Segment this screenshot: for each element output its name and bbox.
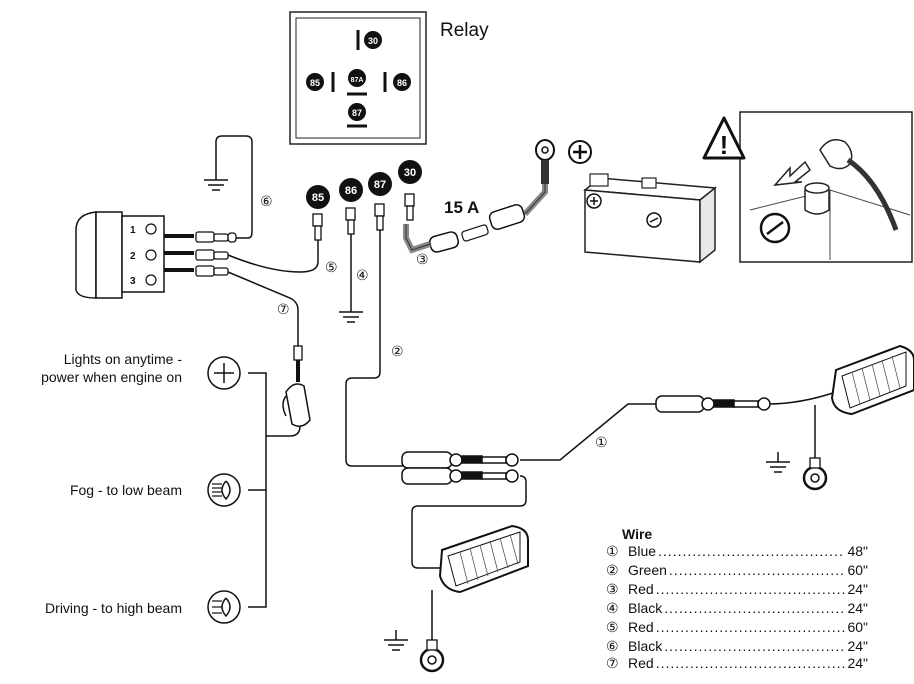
wire-number: ③ bbox=[606, 580, 619, 597]
relay-title: Relay bbox=[440, 20, 489, 41]
svg-text:85: 85 bbox=[312, 192, 324, 204]
wire-color: Black bbox=[628, 600, 663, 616]
terminal-85-badge: 85 bbox=[306, 185, 330, 209]
wire-table-row: ② Green 60" bbox=[606, 561, 868, 579]
wire-number: ⑤ bbox=[606, 618, 619, 635]
terminal-30-badge: 30 bbox=[398, 160, 422, 184]
driving-lamp-left bbox=[419, 524, 529, 673]
wire-table-row: ⑦ Red 24" bbox=[606, 656, 868, 670]
terminal-86-badge: 86 bbox=[339, 178, 363, 202]
switch-pin-3: 3 bbox=[130, 276, 136, 287]
wire-length: 24" bbox=[847, 656, 868, 670]
relay-pin-87: 87 bbox=[352, 108, 362, 118]
wire-color: Red bbox=[628, 656, 654, 670]
spade-connectors bbox=[312, 193, 415, 241]
fuse-15a bbox=[461, 224, 489, 242]
wire-length: 48" bbox=[847, 543, 868, 559]
wire-number: ④ bbox=[606, 599, 619, 616]
driving-lamp-right bbox=[802, 344, 914, 491]
wire-table-row: ⑥ Black 24" bbox=[606, 637, 868, 655]
wire-length: 24" bbox=[847, 638, 868, 654]
ground-symbols bbox=[204, 176, 790, 651]
wire-length: 24" bbox=[847, 581, 868, 597]
wire-marker-7: ⑦ bbox=[277, 302, 290, 318]
high-beam-icon bbox=[207, 590, 241, 624]
svg-text:30: 30 bbox=[404, 167, 416, 179]
mode-label-driving: Driving - to high beam bbox=[45, 600, 182, 616]
wire-number: ⑦ bbox=[606, 656, 619, 670]
wire-table-row: ③ Red 24" bbox=[606, 580, 868, 598]
wire-length: 60" bbox=[847, 619, 868, 635]
leader-dots bbox=[669, 562, 846, 578]
wire-length: 24" bbox=[847, 600, 868, 616]
wire-marker-5: ⑤ bbox=[325, 260, 338, 276]
mode-label-anytime: Lights on anytime - power when engine on bbox=[41, 351, 182, 385]
svg-text:86: 86 bbox=[345, 185, 357, 197]
relay-diagram: 30 85 87A 86 87 bbox=[289, 11, 427, 145]
svg-text:87: 87 bbox=[374, 179, 386, 191]
leader-dots bbox=[656, 656, 846, 670]
fused-power-wire bbox=[403, 139, 555, 254]
leader-dots bbox=[656, 581, 846, 597]
low-beam-icon bbox=[207, 473, 241, 507]
relay-pin-87a: 87A bbox=[351, 77, 364, 84]
leader-dots bbox=[664, 600, 845, 616]
fuse-label: 15 A bbox=[444, 198, 479, 217]
harness-plug bbox=[282, 345, 311, 427]
switch-connectors bbox=[195, 231, 237, 277]
anytime-plus-icon bbox=[207, 356, 241, 390]
svg-text:!: ! bbox=[720, 130, 729, 160]
relay-pin-86: 86 bbox=[397, 78, 407, 88]
splice-connectors bbox=[401, 395, 771, 485]
wire-table-row: ① Blue 48" bbox=[606, 542, 868, 560]
battery-plus-symbol-icon bbox=[568, 140, 592, 164]
terminal-87-badge: 87 bbox=[368, 172, 392, 196]
leader-dots bbox=[664, 638, 845, 654]
wire-marker-4: ④ bbox=[356, 268, 369, 284]
leader-dots bbox=[658, 543, 845, 559]
mode-label-fog: Fog - to low beam bbox=[69, 482, 182, 498]
wire-table-title: Wire bbox=[622, 526, 653, 542]
wire-color: Black bbox=[628, 638, 663, 654]
switch-pin-2: 2 bbox=[130, 251, 136, 262]
wire-marker-2: ② bbox=[391, 344, 404, 360]
wires bbox=[215, 135, 837, 640]
wire-marker-3: ③ bbox=[416, 252, 429, 268]
battery bbox=[583, 173, 717, 264]
wire-table-row: ④ Black 24" bbox=[606, 599, 868, 617]
wire-color: Red bbox=[628, 581, 654, 597]
wire-number: ① bbox=[606, 542, 619, 559]
wire-color: Red bbox=[628, 619, 654, 635]
wire-marker-6: ⑥ bbox=[260, 194, 273, 210]
wire-number: ⑥ bbox=[606, 637, 619, 654]
rocker-switch: 1 2 3 bbox=[75, 211, 194, 299]
wire-marker-1: ① bbox=[595, 435, 608, 451]
relay-pin-85: 85 bbox=[310, 78, 320, 88]
wire-table-row: ⑤ Red 60" bbox=[606, 618, 868, 636]
warning-triangle-icon: ! bbox=[702, 116, 746, 160]
wire-length: 60" bbox=[847, 562, 868, 578]
wire-color: Blue bbox=[628, 543, 657, 559]
switch-pin-1: 1 bbox=[130, 225, 136, 236]
warning-disconnect-battery-panel: ! bbox=[702, 111, 913, 263]
wire-number: ② bbox=[606, 561, 619, 578]
wire-color: Green bbox=[628, 562, 667, 578]
leader-dots bbox=[656, 619, 846, 635]
relay-pin-30: 30 bbox=[368, 36, 378, 46]
